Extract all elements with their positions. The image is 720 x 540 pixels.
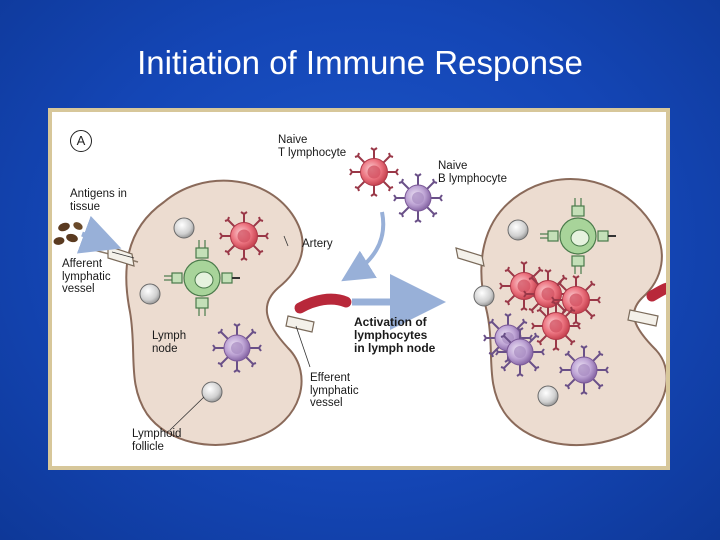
slide-title: Initiation of Immune Response bbox=[137, 44, 583, 81]
label-lymph-node: Lymph node bbox=[152, 330, 187, 355]
left-artery bbox=[294, 293, 352, 314]
label-efferent-lymphatic-vessel: Efferent lymphatic vessel bbox=[310, 372, 359, 409]
label-naive-t-lymphocyte: Naive T lymphocyte bbox=[278, 134, 347, 159]
label-artery: Artery bbox=[302, 238, 333, 250]
left-lymph-node bbox=[125, 179, 304, 446]
immune-response-figure: A Naive T lymphocyte Naive B lymphocyte … bbox=[52, 112, 666, 466]
label-activation-of-lymphocytes: Activation of lymphocytes in lymph node bbox=[354, 315, 436, 355]
diagram-graphic bbox=[53, 147, 666, 447]
figure-frame: A Naive T lymphocyte Naive B lymphocyte … bbox=[48, 108, 670, 470]
panel-letter: A bbox=[70, 130, 92, 152]
label-afferent-lymphatic-vessel: Afferent lymphatic vessel bbox=[62, 258, 111, 295]
label-lymphoid-follicle: Lymphoid follicle bbox=[132, 428, 182, 453]
label-naive-b-lymphocyte: Naive B lymphocyte bbox=[438, 160, 508, 185]
label-antigens-in-tissue: Antigens in tissue bbox=[70, 188, 127, 213]
